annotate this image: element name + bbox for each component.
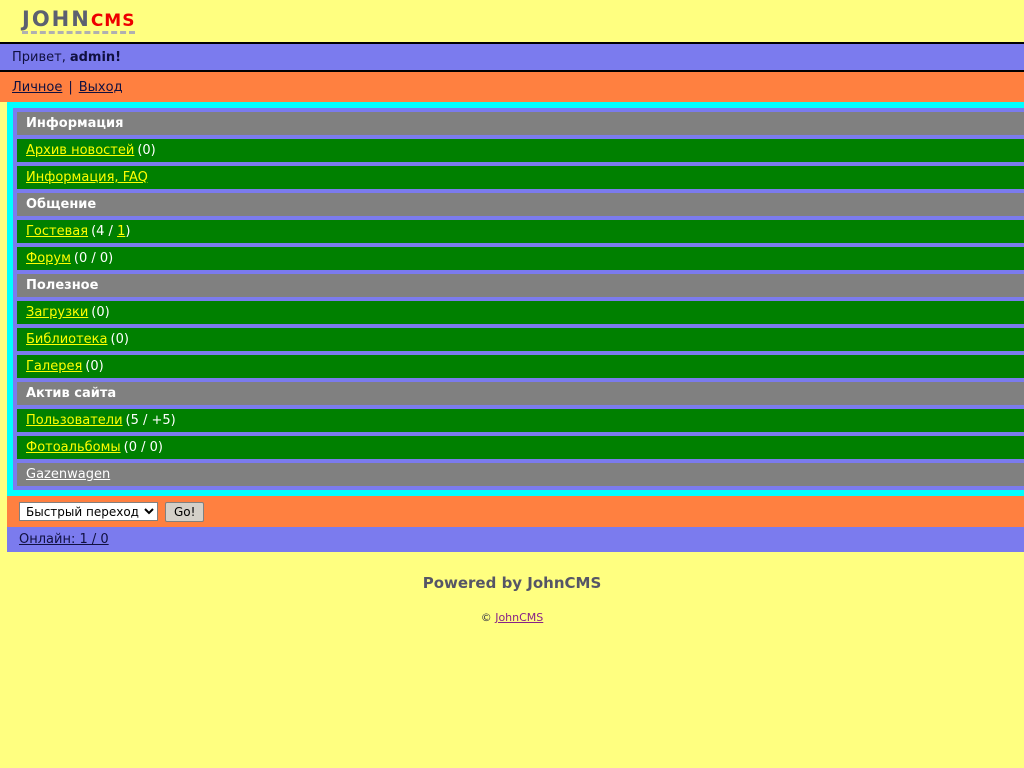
menu-count-forum: (0 / 0) [73,251,114,266]
menu-count-guestbook: (4 / 1) [91,224,130,239]
nav-link-logout[interactable]: Выход [78,79,123,95]
page-footer: Powered by JohnCMS © JohnCMS [0,552,1024,624]
guestbook-count-prefix: (4 / [91,224,118,239]
section-header-communication: Общение [17,193,1024,216]
section-header-information: Информация [17,112,1024,135]
menu-row-gazenwagen: Gazenwagen [17,463,1024,486]
copyright-line: © JohnCMS [0,611,1024,624]
logo-text-john: JOHN [22,6,91,31]
menu-link-downloads[interactable]: Загрузки [26,305,89,320]
menu-count-news-archive: (0) [137,143,156,158]
powered-by-text: Powered by JohnCMS [422,574,602,592]
greeting-text: Привет, [12,49,66,65]
top-navigation: Личное | Выход [0,72,1024,102]
menu-link-gallery[interactable]: Галерея [26,359,83,374]
quick-jump-select[interactable]: Быстрый переход [19,502,158,521]
menu-row-gallery: Галерея(0) [17,355,1024,378]
guestbook-new-count-link[interactable]: 1 [117,224,126,239]
section-header-useful: Полезное [17,274,1024,297]
greeting-bar: Привет, admin! [0,42,1024,72]
menu-count-photo-albums: (0 / 0) [123,440,163,455]
main-menu-container: Информация Архив новостей(0) Информация,… [7,102,1024,496]
menu-row-information-faq: Информация, FAQ [17,166,1024,189]
menu-count-downloads: (0) [91,305,110,320]
copyright-link[interactable]: JohnCMS [495,611,544,624]
quick-jump-go-button[interactable]: Go! [165,501,205,522]
logo-text-cms: CMS [90,10,136,31]
guestbook-count-suffix: ) [125,224,131,239]
menu-link-news-archive[interactable]: Архив новостей [26,143,135,158]
greeting-username: admin! [69,49,122,65]
menu-link-library[interactable]: Библиотека [26,332,108,347]
menu-link-forum[interactable]: Форум [26,251,71,266]
logo-bar: JOHNCMS [0,0,1024,42]
copyright-symbol: © [480,611,492,624]
menu-row-news-archive: Архив новостей(0) [17,139,1024,162]
menu-row-guestbook: Гостевая(4 / 1) [17,220,1024,243]
online-status-link[interactable]: Онлайн: 1 / 0 [19,532,109,547]
menu-row-downloads: Загрузки(0) [17,301,1024,324]
nav-separator: | [68,79,73,95]
quick-jump-bar: Быстрый переход Go! [7,496,1024,527]
menu-count-gallery: (0) [85,359,104,374]
menu-link-users[interactable]: Пользователи [26,413,123,428]
menu-link-gazenwagen[interactable]: Gazenwagen [26,467,111,482]
section-header-site-activity: Актив сайта [17,382,1024,405]
menu-count-library: (0) [110,332,129,347]
menu-link-information-faq[interactable]: Информация, FAQ [26,170,148,185]
menu-row-forum: Форум(0 / 0) [17,247,1024,270]
menu-link-photo-albums[interactable]: Фотоальбомы [26,440,121,455]
menu-row-photo-albums: Фотоальбомы(0 / 0) [17,436,1024,459]
menu-link-guestbook[interactable]: Гостевая [26,224,89,239]
menu-count-users: (5 / +5) [125,413,176,428]
nav-link-personal[interactable]: Личное [12,79,63,95]
menu-row-users: Пользователи(5 / +5) [17,409,1024,432]
main-menu-inner: Информация Архив новостей(0) Информация,… [13,108,1024,490]
online-status-bar: Онлайн: 1 / 0 [7,527,1024,552]
site-logo: JOHNCMS [22,6,136,34]
menu-row-library: Библиотека(0) [17,328,1024,351]
